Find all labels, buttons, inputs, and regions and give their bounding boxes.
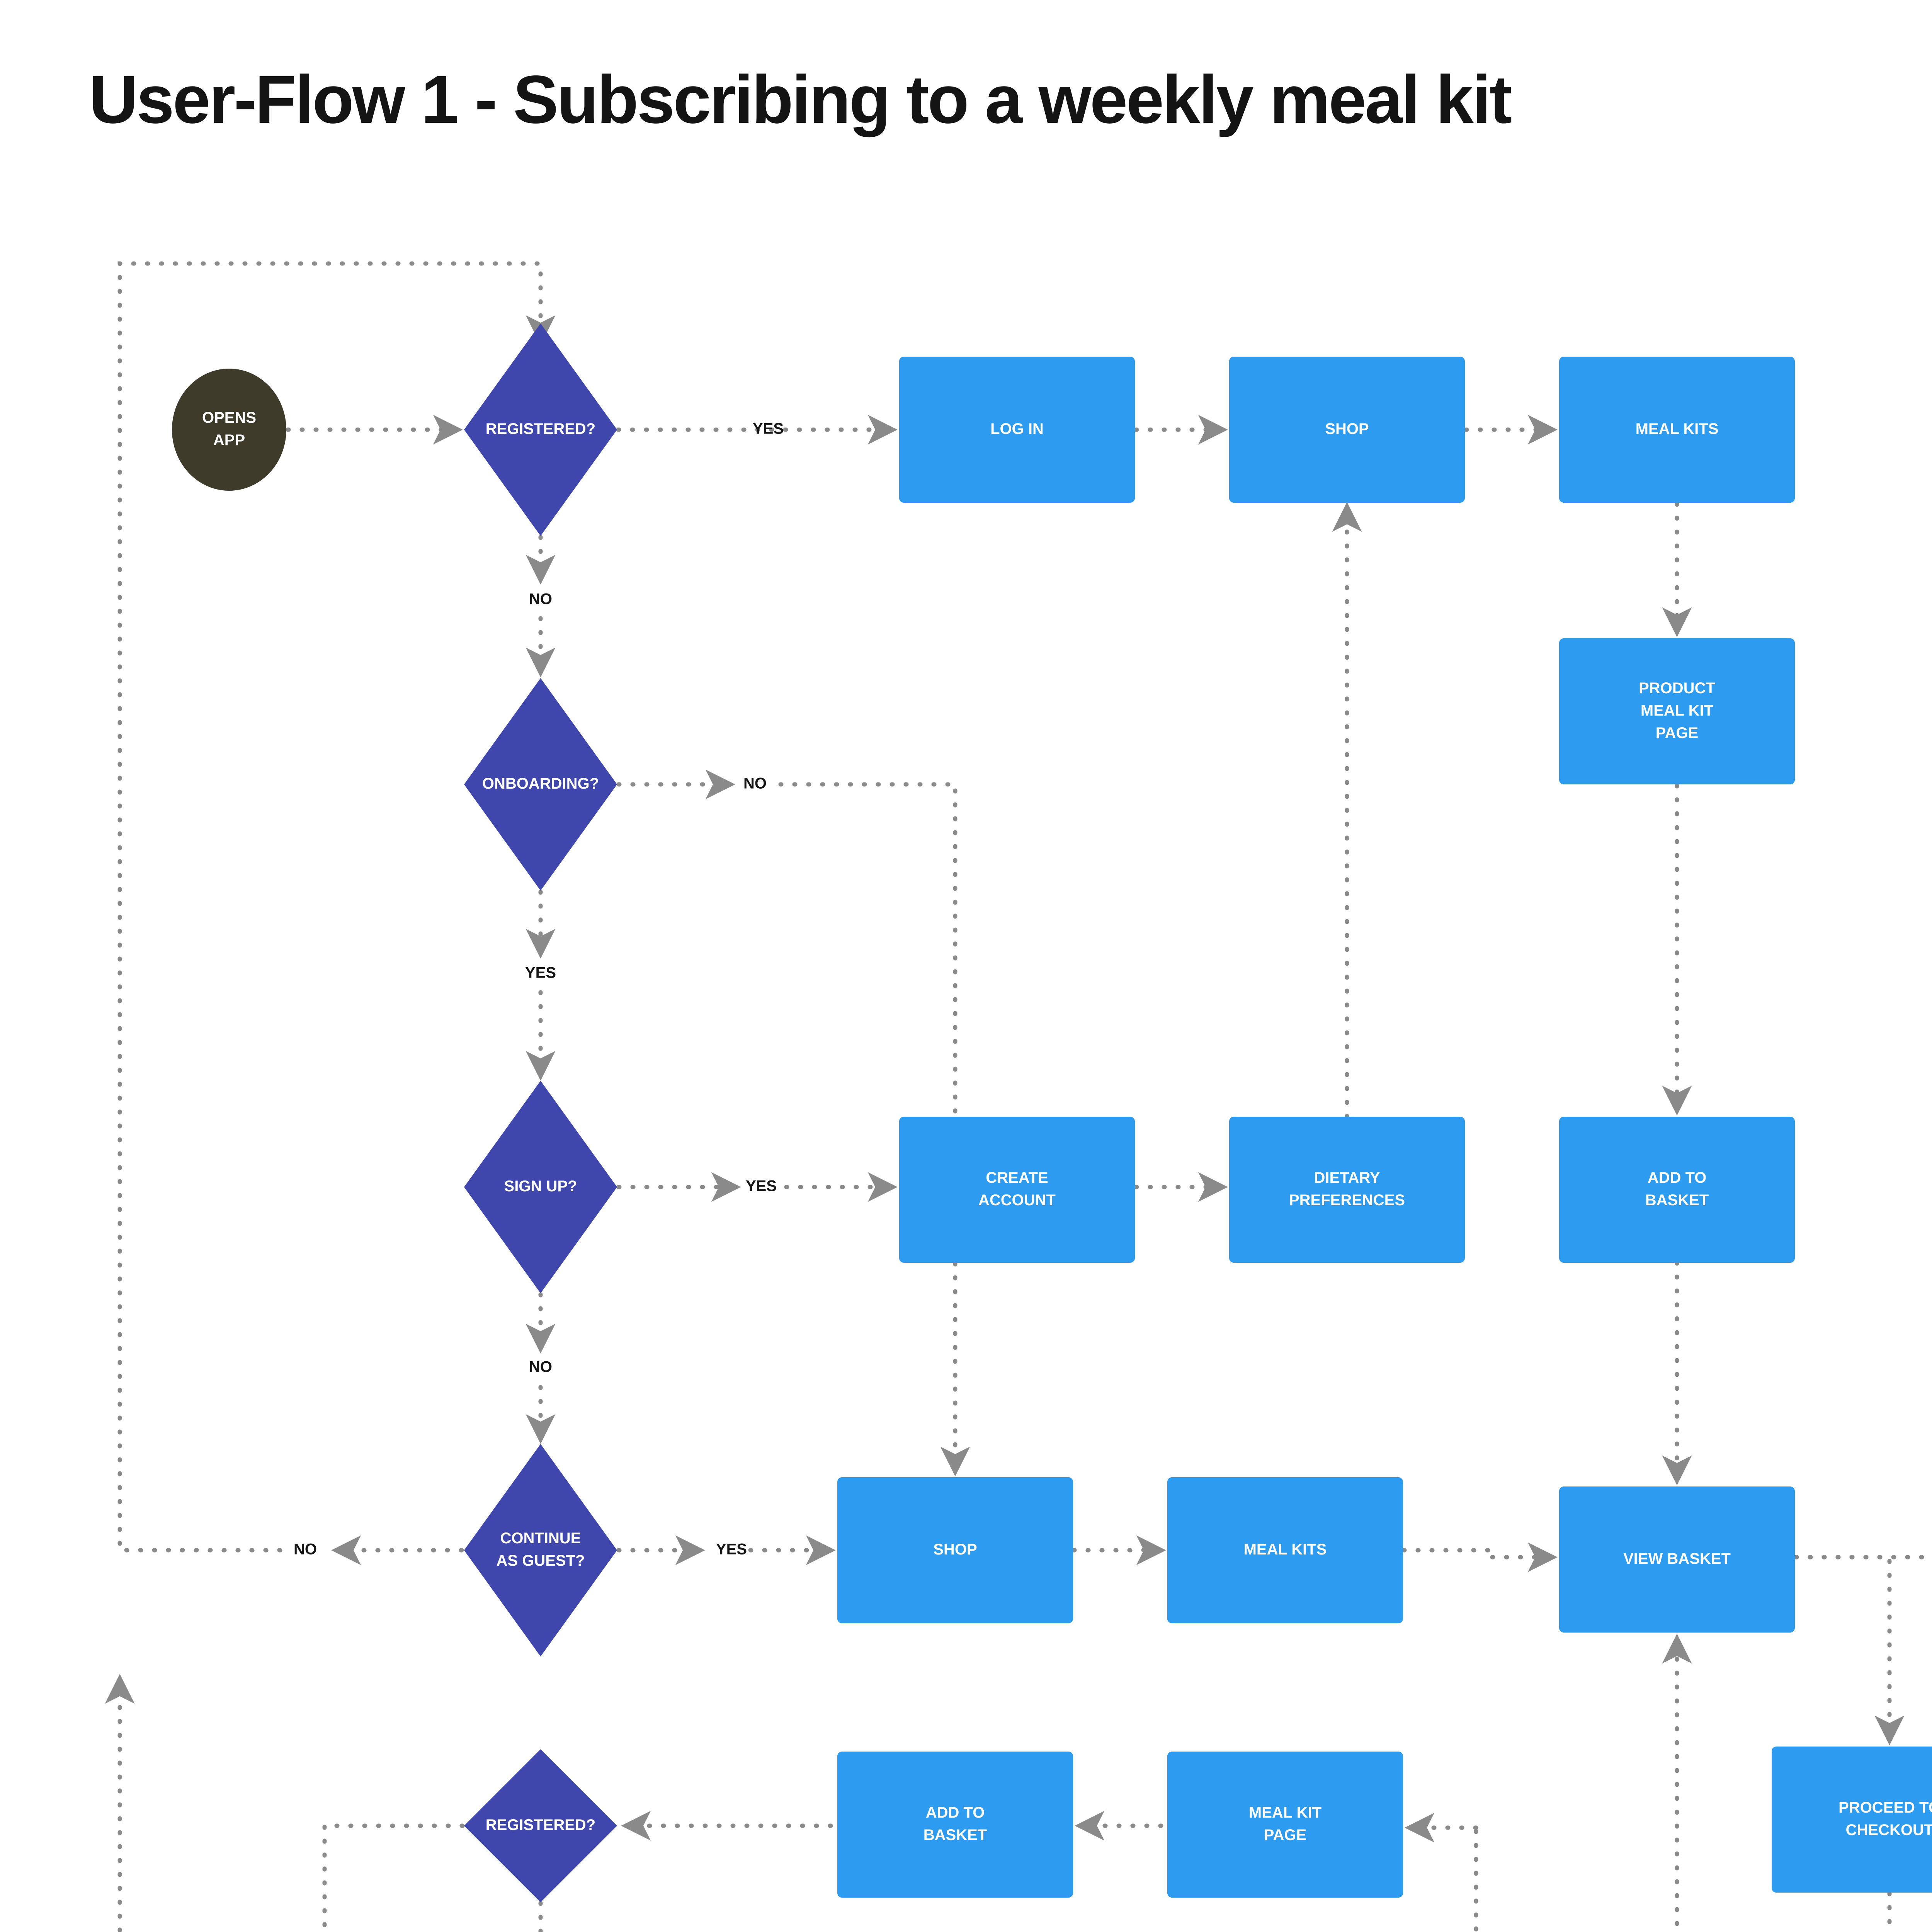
edge-label-layer: YESNONOYESYESNOYESNOYESNOYESNONOYESNOYES (294, 420, 784, 1558)
decision-shape[interactable] (464, 323, 617, 536)
node-registered-1[interactable]: REGISTERED? (464, 323, 617, 536)
decision-shape[interactable] (464, 1444, 617, 1656)
node-label: SIGN UP? (504, 1178, 577, 1195)
edge-label-yes-continue-as-guest: YES (716, 1541, 747, 1558)
edge-label-yes-onboarding: YES (525, 964, 556, 981)
node-label: REGISTERED? (486, 420, 595, 437)
process-shape[interactable] (1559, 638, 1795, 784)
node-label: VIEW BASKET (1623, 1550, 1731, 1567)
process-shape[interactable] (899, 357, 1135, 503)
node-onboarding[interactable]: ONBOARDING? (464, 678, 617, 891)
decision-shape[interactable] (464, 1749, 617, 1902)
process-shape[interactable] (1772, 1747, 1932, 1893)
connector-line (1401, 1548, 1495, 1560)
process-shape[interactable] (1167, 1752, 1403, 1898)
edge-label-yes-sign-up-1: YES (746, 1178, 777, 1195)
connector-line (117, 1677, 122, 1932)
page-title: User-Flow 1 - Subscribing to a weekly me… (89, 62, 1512, 138)
process-shape[interactable] (1167, 1477, 1403, 1623)
decision-shape[interactable] (464, 678, 617, 891)
node-shop-2[interactable]: SHOP (837, 1477, 1073, 1623)
connector-line (322, 1823, 465, 1932)
node-label: SHOP (1325, 420, 1369, 437)
node-label: MEAL KITS (1636, 420, 1719, 437)
process-shape[interactable] (1229, 357, 1465, 503)
process-shape[interactable] (837, 1477, 1073, 1623)
process-shape[interactable] (1559, 1486, 1795, 1633)
node-sign-up-1[interactable]: SIGN UP? (464, 1081, 617, 1293)
connector-line (1794, 1555, 1932, 1560)
connector-line (117, 261, 543, 1553)
decision-shape[interactable] (464, 1081, 617, 1293)
node-label: ONBOARDING? (482, 775, 599, 792)
node-meal-kits-2[interactable]: MEAL KITS (1167, 1477, 1403, 1623)
edge-label-no-continue-as-guest: NO (294, 1541, 317, 1558)
process-shape[interactable] (1229, 1117, 1465, 1263)
connector-line (1794, 1555, 1892, 1741)
node-meal-kits-1[interactable]: MEAL KITS (1559, 357, 1795, 503)
edge-label-no-onboarding: NO (743, 775, 767, 792)
terminal-shape[interactable] (172, 369, 286, 491)
process-shape[interactable] (837, 1752, 1073, 1898)
node-registered-2[interactable]: REGISTERED? (464, 1749, 617, 1902)
node-view-basket[interactable]: VIEW BASKET (1559, 1486, 1795, 1633)
edge-label-no-sign-up-1: NO (529, 1359, 552, 1376)
node-label: SHOP (933, 1541, 977, 1558)
node-label: LOG IN (990, 420, 1044, 437)
process-shape[interactable] (899, 1117, 1135, 1263)
process-shape[interactable] (1559, 1117, 1795, 1263)
node-label: MEAL KITS (1244, 1541, 1327, 1558)
node-log-in-1[interactable]: LOG IN (899, 357, 1135, 503)
edge-label-yes-registered-1: YES (753, 420, 784, 437)
connector-layer (105, 261, 1932, 1932)
edge-label-no-registered-1: NO (529, 591, 552, 608)
node-shop-1[interactable]: SHOP (1229, 357, 1465, 503)
node-label: REGISTERED? (486, 1816, 595, 1833)
process-shape[interactable] (1559, 357, 1795, 503)
